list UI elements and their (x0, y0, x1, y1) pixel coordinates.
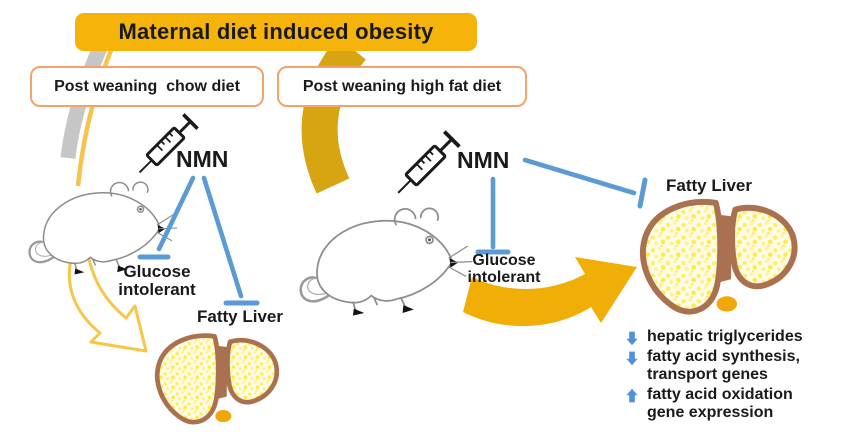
blue-down-arrow-icon (626, 331, 638, 346)
mouse-icon-chow (28, 180, 179, 276)
fatty-liver-label-right: Fatty Liver (666, 176, 752, 195)
outline-arrow-to-liver (67, 254, 148, 353)
blue-up-arrow-icon (626, 388, 638, 403)
chow-diet-box: Post weaning chow diet (30, 66, 264, 107)
liver-icon-left (157, 336, 276, 422)
finding-text: fatty acid synthesis, transport genes (647, 348, 800, 383)
finding-row: fatty acid oxidation gene expression (624, 386, 842, 422)
finding-text: hepatic triglycerides (647, 328, 803, 345)
chow-diet-label: Post weaning chow diet (54, 77, 240, 95)
title-banner: Maternal diet induced obesity (75, 13, 477, 51)
high-fat-diet-box: Post weaning high fat diet (277, 66, 527, 107)
inhibition-lines (137, 157, 648, 306)
finding-row: fatty acid synthesis, transport genes (624, 348, 842, 384)
nmn-label-right: NMN (457, 147, 510, 173)
t-bar-left-fatty-liver (201, 175, 244, 299)
high-fat-diet-label: Post weaning high fat diet (302, 77, 502, 95)
high-fat-flow-band (301, 36, 367, 194)
chow-diet-flow-band-gold-edge (75, 47, 115, 187)
glucose-intolerant-label-left: Glucose intolerant (118, 262, 196, 300)
finding-text: fatty acid oxidation gene expression (647, 385, 793, 421)
liver-icon-right (643, 202, 795, 312)
page-title: Maternal diet induced obesity (118, 19, 434, 44)
findings-list: hepatic triglycerides fatty acid synthes… (624, 328, 842, 424)
blue-down-arrow-icon (626, 351, 638, 366)
syringe-icon-right (388, 129, 462, 203)
mouse-icon-high-fat (299, 207, 474, 317)
nmn-label-left: NMN (176, 146, 229, 172)
t-bar-right-fatty-liver (522, 157, 637, 196)
fatty-liver-label-left: Fatty Liver (197, 307, 283, 326)
finding-row: hepatic triglycerides (624, 328, 842, 346)
solid-gold-arrow-to-liver (463, 257, 637, 327)
glucose-intolerant-label-right: Glucose intolerant (467, 252, 541, 287)
t-bar-right-fatty-liver-cap (637, 177, 648, 209)
t-bar-left-glucose (156, 175, 196, 252)
